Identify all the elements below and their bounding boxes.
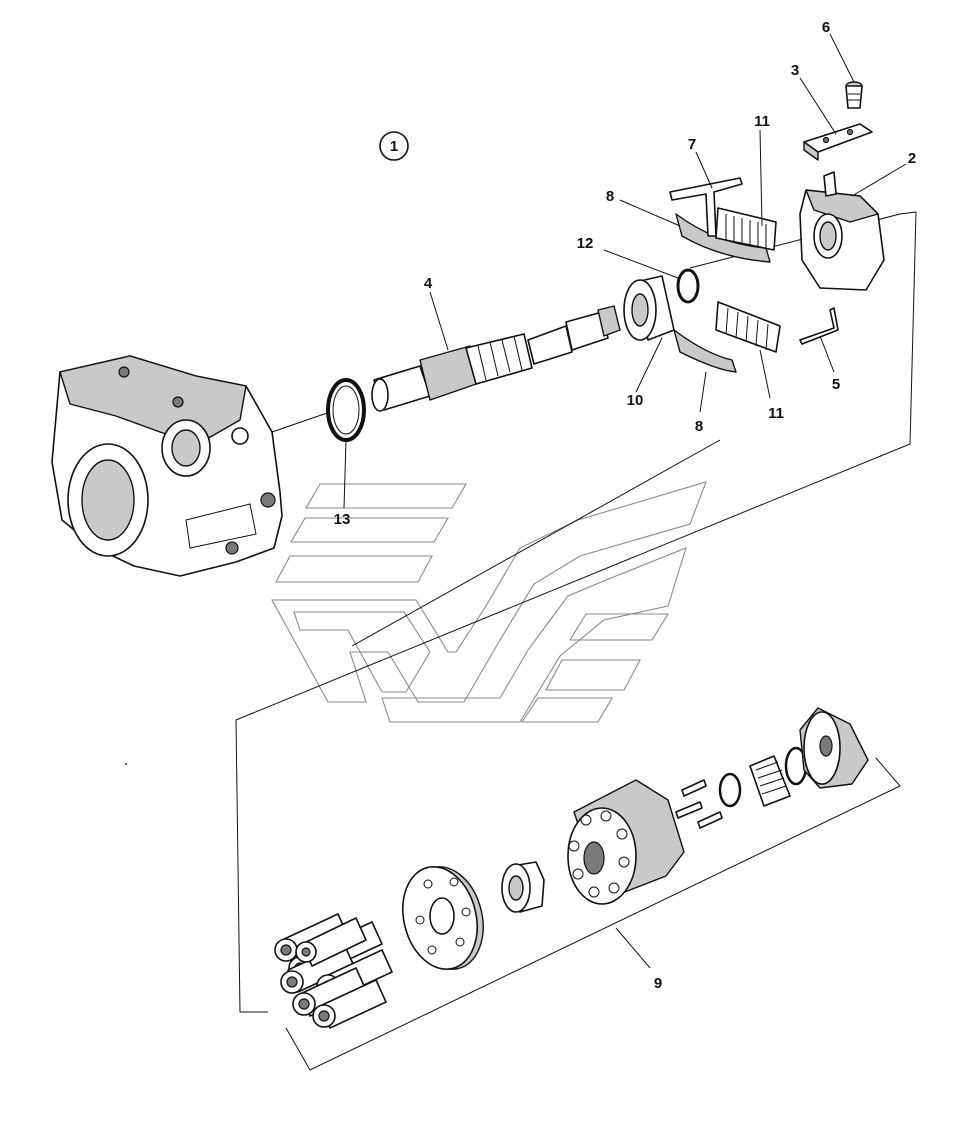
cylinder-block [567, 779, 685, 905]
piston-set-9 [274, 913, 393, 1029]
callout-11-lower: 11 [768, 405, 784, 422]
callout-11-upper: 11 [754, 113, 770, 130]
pump-housing [51, 355, 283, 577]
group-number-text: 1 [390, 138, 398, 155]
needle-bearing-11-lower [715, 301, 781, 353]
watermark-logo [271, 481, 707, 723]
callout-9: 9 [654, 975, 662, 992]
callout-2: 2 [908, 150, 916, 167]
swashplate-2 [799, 171, 885, 291]
bolt-set [675, 779, 723, 829]
pin-5 [799, 307, 839, 345]
callout-5: 5 [832, 376, 840, 393]
callout-8-upper: 8 [606, 188, 614, 205]
ball-bearing-10 [623, 275, 675, 341]
callout-4: 4 [424, 275, 433, 292]
stray-dot [125, 763, 127, 765]
bearing-liner-8-lower [673, 329, 737, 373]
valve-plate [799, 707, 869, 789]
callout-6: 6 [822, 19, 830, 36]
callout-8-lower: 8 [695, 418, 703, 435]
callout-13: 13 [334, 511, 351, 528]
callout-12: 12 [577, 235, 594, 252]
callout-3: 3 [791, 62, 799, 79]
drive-shaft-4 [371, 305, 621, 412]
bearing-liner-8-upper [675, 213, 771, 263]
callout-7: 7 [688, 136, 696, 153]
group-number-badge: 1 [379, 131, 409, 161]
plate-3 [803, 123, 873, 161]
ball-guide [501, 861, 545, 913]
o-ring [718, 772, 742, 808]
snap-ring-12 [676, 268, 700, 304]
spring [749, 755, 791, 807]
needle-bearing-11-upper [715, 207, 777, 251]
retaining-ring-13 [326, 378, 366, 442]
callout-labels: 2 3 4 5 6 7 8 8 9 10 11 11 12 13 [334, 19, 917, 992]
retainer-plate [402, 865, 484, 971]
screw-6 [845, 81, 863, 109]
callout-10: 10 [627, 392, 644, 409]
